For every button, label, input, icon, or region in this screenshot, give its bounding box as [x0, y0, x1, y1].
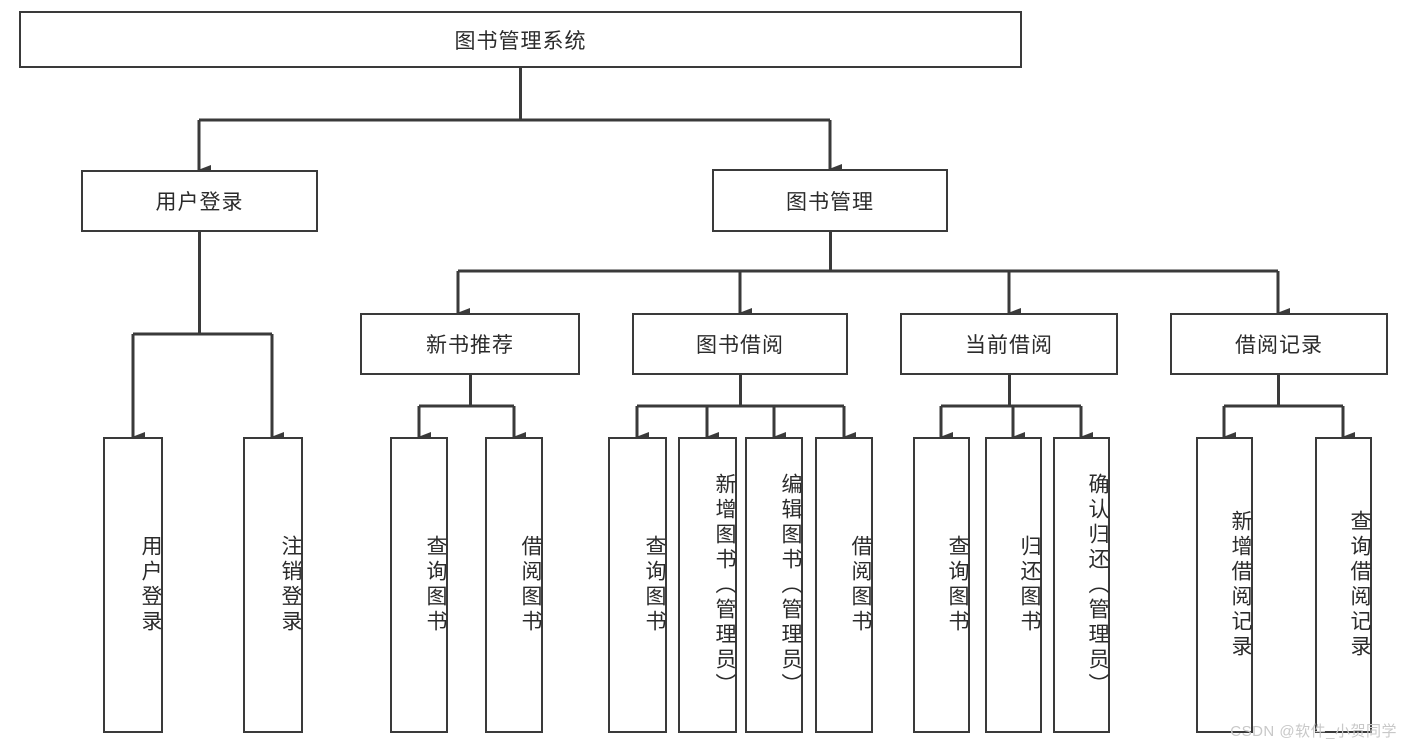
node-level1-user-login[interactable]: 用户登录 — [81, 170, 318, 232]
node-leaf-user-login[interactable]: 用户登录 — [103, 437, 163, 733]
node-leaf-add-borrow-record[interactable]: 新增借阅记录 — [1196, 437, 1253, 733]
node-leaf-confirm-return-admin[interactable]: 确认归还（管理员） — [1053, 437, 1110, 733]
node-leaf-add-book-admin[interactable]: 新增图书（管理员） — [678, 437, 737, 733]
node-level2-borrow-record[interactable]: 借阅记录 — [1170, 313, 1388, 375]
node-leaf-query-borrow-record[interactable]: 查询借阅记录 — [1315, 437, 1372, 733]
node-level2-book-borrow[interactable]: 图书借阅 — [632, 313, 848, 375]
node-level2-current-borrow[interactable]: 当前借阅 — [900, 313, 1118, 375]
node-root[interactable]: 图书管理系统 — [19, 11, 1022, 68]
node-leaf-borrow-book[interactable]: 借阅图书 — [815, 437, 873, 733]
csdn-watermark: CSDN @软件_小贺同学 — [1230, 723, 1397, 740]
node-leaf-query-book-recommend[interactable]: 查询图书 — [390, 437, 448, 733]
node-leaf-return-book[interactable]: 归还图书 — [985, 437, 1042, 733]
node-leaf-edit-book-admin[interactable]: 编辑图书（管理员） — [745, 437, 803, 733]
node-leaf-logout[interactable]: 注销登录 — [243, 437, 303, 733]
node-leaf-query-book-borrow[interactable]: 查询图书 — [608, 437, 667, 733]
node-leaf-query-book-current[interactable]: 查询图书 — [913, 437, 970, 733]
node-level1-book-management[interactable]: 图书管理 — [712, 169, 948, 232]
node-leaf-borrow-book-recommend[interactable]: 借阅图书 — [485, 437, 543, 733]
node-level2-new-book-recommend[interactable]: 新书推荐 — [360, 313, 580, 375]
